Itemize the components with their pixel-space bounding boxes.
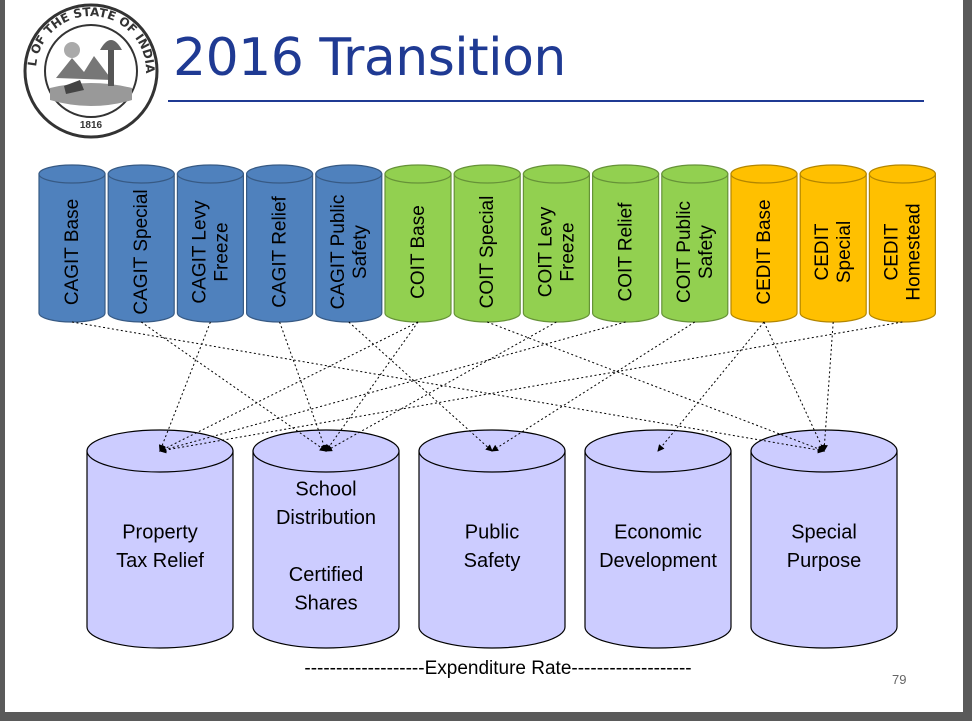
source-cagit-relief-cylinder: CAGIT Relief [246, 164, 314, 323]
expenditure-rate-label: -------------------Expenditure Rate-----… [304, 658, 692, 679]
source-cagit-public-safety-cylinder: CAGIT PublicSafety [315, 164, 383, 323]
source-coit-public-safety-label: COIT PublicSafety [674, 201, 717, 303]
source-cagit-levy-freeze-cylinder: CAGIT LevyFreeze [176, 164, 244, 323]
source-coit-public-safety-cylinder: COIT PublicSafety [661, 164, 729, 323]
connection-arrow [763, 321, 825, 452]
source-cagit-base-cylinder: CAGIT Base [38, 164, 106, 323]
source-cedit-special-label: CEDITSpecial [812, 221, 855, 283]
source-cagit-special-cylinder: CAGIT Special [107, 164, 175, 323]
source-cagit-base-label: CAGIT Base [62, 199, 83, 305]
source-coit-levy-freeze-cylinder: COIT LevyFreeze [522, 164, 591, 323]
connection-arrow [325, 321, 419, 452]
connection-arrow [158, 321, 211, 452]
source-cedit-base-cylinder: CEDIT Base [730, 164, 798, 323]
connection-arrow [487, 321, 825, 453]
source-cagit-special-label: CAGIT Special [131, 189, 152, 314]
source-cagit-relief-label: CAGIT Relief [270, 195, 291, 307]
connection-arrow [657, 321, 765, 452]
source-cedit-homestead-cylinder: CEDITHomestead [868, 164, 937, 323]
indiana-seal-icon: SEAL OF THE STATE OF INDIANA 1816 [15, 0, 162, 142]
connection-arrow [159, 321, 419, 452]
seal-year: 1816 [80, 120, 103, 131]
connection-arrow [71, 321, 825, 454]
source-coit-special-cylinder: COIT Special [453, 164, 521, 323]
slide-title: 2016 Transition [173, 28, 566, 88]
source-cagit-public-safety-label: CAGIT PublicSafety [328, 195, 371, 310]
source-coit-base-label: COIT Base [408, 205, 429, 299]
connection-arrow [348, 321, 493, 452]
source-coit-levy-freeze-label: COIT LevyFreeze [535, 206, 578, 297]
source-cagit-levy-freeze-label: CAGIT LevyFreeze [189, 200, 232, 304]
source-coit-special-label: COIT Special [477, 196, 498, 309]
connection-arrow [325, 321, 557, 452]
source-cedit-special-cylinder: CEDITSpecial [799, 164, 867, 323]
connection-arrow [159, 321, 626, 453]
source-cedit-homestead-label: CEDITHomestead [881, 203, 924, 300]
source-coit-relief-cylinder: COIT Relief [591, 164, 660, 323]
page-number: 79 [892, 672, 907, 687]
connection-arrow [820, 321, 834, 452]
connection-arrow [279, 321, 328, 452]
title-divider [168, 100, 924, 102]
source-coit-relief-label: COIT Relief [616, 202, 637, 302]
source-cedit-base-label: CEDIT Base [754, 199, 775, 304]
connection-arrow [140, 321, 327, 452]
source-coit-base-cylinder: COIT Base [384, 164, 452, 323]
